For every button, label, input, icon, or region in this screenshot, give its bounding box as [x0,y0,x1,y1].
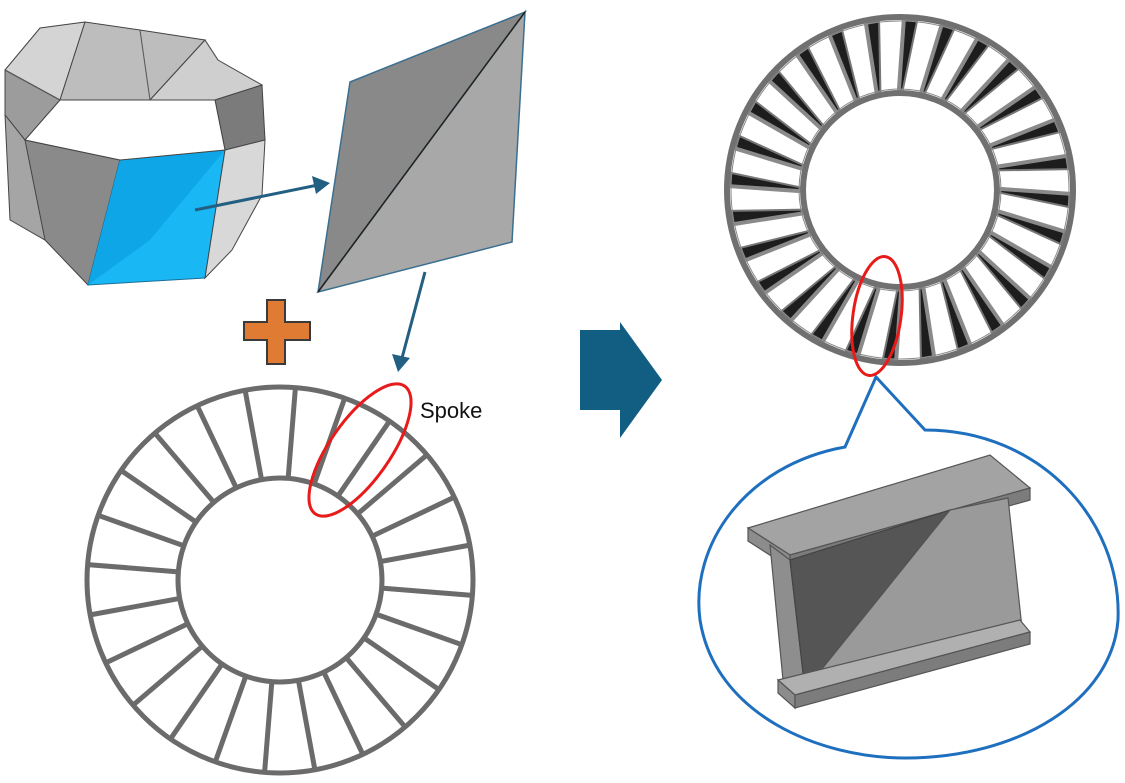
spoke-line [321,671,366,756]
inner-rim [175,475,385,685]
spoke-line [131,644,204,708]
blade-edge [976,85,1037,129]
blade-highlight-ellipse [850,254,904,378]
extracted-face-diagonal [317,11,526,293]
spoke-line [89,595,181,618]
spoke-line [344,656,408,729]
spoke-3d-detail [746,454,1032,710]
spoke-line [285,387,298,479]
spoke-line [97,512,185,549]
blade-edge [896,19,906,91]
blade-edge [996,153,1067,169]
blade-edge [942,278,973,346]
turbine-blade [828,28,861,102]
turbine-blade [988,118,1062,151]
spoke-line [371,494,456,539]
origami-fold-line [204,39,219,61]
blade-edge [988,117,1056,148]
spoke-line [242,389,265,481]
blade-edge [977,249,1032,301]
plus-icon [243,299,311,365]
blade-edge [921,286,937,357]
spoke-line [356,452,429,516]
blade-edge [734,146,803,171]
blade-edge [989,230,1053,269]
blade-edge [856,287,881,356]
blade-edge [729,184,801,194]
origami-fold-line [139,29,151,101]
arrow-to-spoke [392,271,427,372]
origami-fold-line [4,69,61,101]
turbine-inner-rim [800,90,1000,290]
blade-edge [959,58,1011,113]
spoke-label: Spoke [420,398,482,423]
turbine-wheel [724,14,1076,366]
blade-edge [821,279,860,343]
spoke-line [362,635,441,692]
blade-edge [961,266,1005,327]
origami-face-right [204,139,266,280]
origami-face-highlighted-shade [88,150,225,285]
spoke-line [119,468,198,525]
origami-ring [4,21,266,286]
blade-edge [768,79,823,131]
turbine-outer-rim [724,14,1076,366]
blades-group [728,18,1072,362]
spoke-line [379,542,471,565]
spoke-line [194,404,239,489]
spoke-line [104,621,189,666]
blade-edge [940,37,979,101]
spoke-line [381,585,473,598]
spoke-line [375,611,463,648]
spokes-group [87,387,473,773]
blade-edge [827,34,858,102]
blade-edge [789,267,841,322]
blade-edge [919,24,944,93]
blade-edge [763,251,824,295]
blade-edge [733,211,804,227]
spoke-highlight-ellipse [307,382,413,518]
spoke-line [262,681,275,773]
blade-edge [747,111,811,150]
spoke-line [168,662,225,741]
extracted-face [316,9,528,294]
turbine-blade [738,229,812,262]
blade-edge [999,186,1071,196]
bottom-flange-front-long [794,631,1031,709]
spoke-line [335,419,392,498]
big-arrow-icon [580,322,662,438]
spoke-line [87,562,179,575]
spoke-line [212,675,249,763]
spoke-ring-wheel [84,384,476,776]
blade-edge [795,53,839,114]
turbine-blade [939,278,972,352]
arrow-to-extracted-face [194,176,330,212]
blade-edge [744,232,812,263]
spoke-line [152,431,216,504]
outer-rim [84,384,476,776]
spoke-line [295,679,318,771]
blade-edge [997,209,1066,234]
blade-edge [863,23,879,94]
